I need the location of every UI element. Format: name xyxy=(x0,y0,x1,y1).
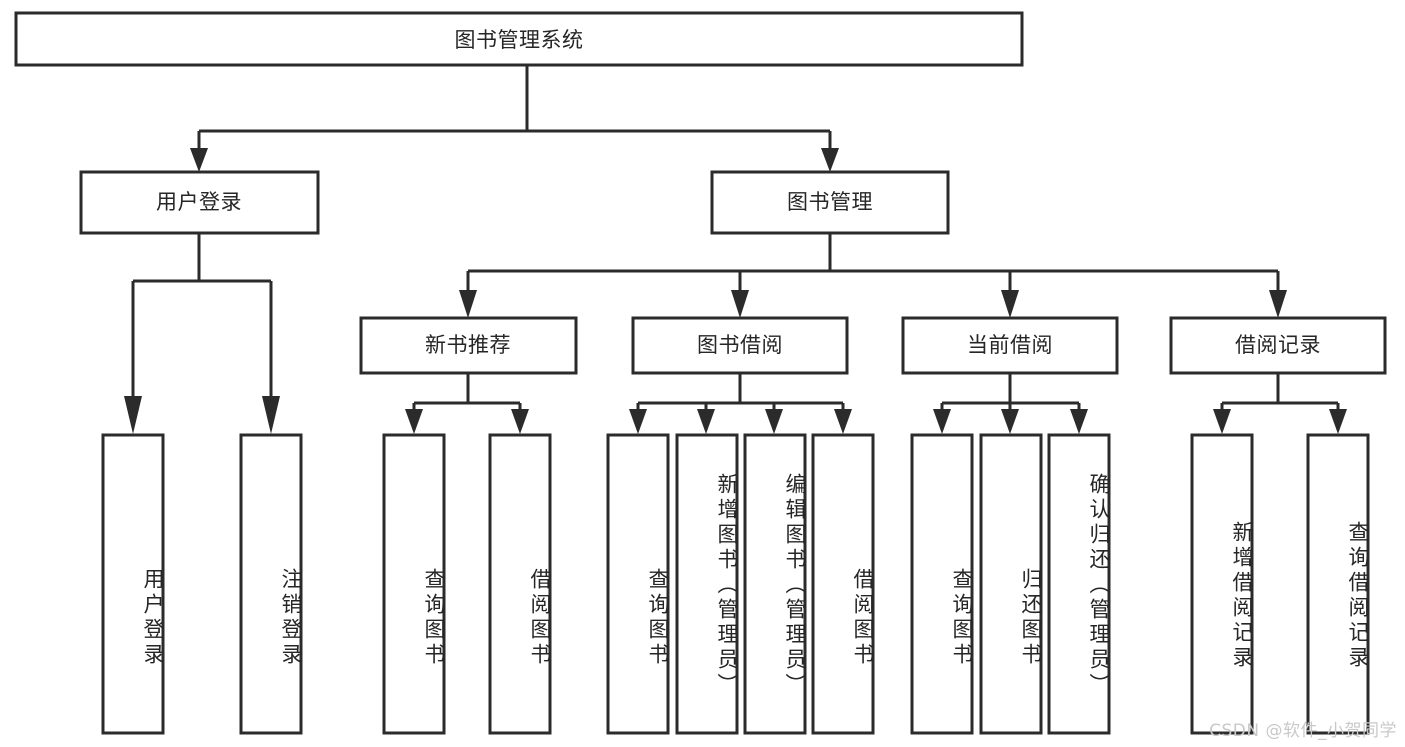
arrow-current-query xyxy=(933,409,951,434)
arrow-record-add xyxy=(1213,409,1231,434)
node-leaf-query-borrow-record[interactable] xyxy=(1306,433,1370,735)
arrow-current-confirm xyxy=(1070,409,1088,434)
node-label-user-login: 用户登录 xyxy=(156,190,242,214)
node-leaf-confirm-return-admin[interactable] xyxy=(1047,433,1111,735)
node-leaf-edit-book-admin[interactable] xyxy=(743,433,807,735)
node-leaf-return-book[interactable] xyxy=(979,433,1043,735)
arrow-to-current-borrow xyxy=(1001,290,1019,318)
arrow-to-new-book-recommend xyxy=(459,290,477,318)
node-label-book-borrow: 图书借阅 xyxy=(697,333,783,357)
arrow-to-borrow-record xyxy=(1269,290,1287,318)
node-user-login[interactable] xyxy=(79,170,320,235)
arrow-to-logout-leaf xyxy=(262,396,280,434)
arrow-to-user-login-leaf xyxy=(124,396,142,434)
node-book-management-system[interactable] xyxy=(14,11,1024,67)
arrow-to-book-management xyxy=(821,148,839,172)
connector-layer xyxy=(124,65,1347,434)
node-leaf-query-book-borrow[interactable] xyxy=(606,433,670,735)
node-current-borrow[interactable] xyxy=(901,316,1119,375)
arrow-borrow-edit xyxy=(765,409,783,434)
arrow-newbook-query xyxy=(405,409,423,434)
node-layer: 图书管理系统 用户登录 图书管理 新书推荐 图书借阅 当前借阅 借阅记录 xyxy=(14,11,1387,735)
node-label-new-book-recommend: 新书推荐 xyxy=(425,333,511,357)
csdn-watermark: CSDN @软件_小贺同学 xyxy=(1209,721,1397,741)
node-book-management[interactable] xyxy=(710,170,950,235)
node-book-borrow[interactable] xyxy=(631,316,849,375)
node-leaf-user-login[interactable] xyxy=(101,433,165,735)
node-leaf-lend-book[interactable] xyxy=(811,433,875,735)
arrow-to-user-login xyxy=(190,148,208,172)
arrow-borrow-lend xyxy=(834,409,852,434)
arrow-current-return xyxy=(1001,409,1019,434)
node-leaf-borrow-book-recommend[interactable] xyxy=(488,433,552,735)
arrow-borrow-query xyxy=(629,409,647,434)
node-leaf-add-borrow-record[interactable] xyxy=(1190,433,1254,735)
node-borrow-record[interactable] xyxy=(1169,316,1387,375)
node-leaf-logout[interactable] xyxy=(239,433,303,735)
arrow-borrow-add xyxy=(697,409,715,434)
node-label-current-borrow: 当前借阅 xyxy=(967,333,1053,357)
arrow-record-query xyxy=(1329,409,1347,434)
node-label-book-management: 图书管理 xyxy=(787,190,873,214)
node-leaf-query-book-current[interactable] xyxy=(910,433,974,735)
node-label-book-management-system: 图书管理系统 xyxy=(455,28,584,52)
node-new-book-recommend[interactable] xyxy=(359,316,578,375)
arrow-newbook-borrow xyxy=(511,409,529,434)
arrow-to-book-borrow xyxy=(731,290,749,318)
node-label-borrow-record: 借阅记录 xyxy=(1235,333,1321,357)
node-leaf-query-book-recommend[interactable] xyxy=(382,433,446,735)
node-leaf-add-book-admin[interactable] xyxy=(675,433,739,735)
